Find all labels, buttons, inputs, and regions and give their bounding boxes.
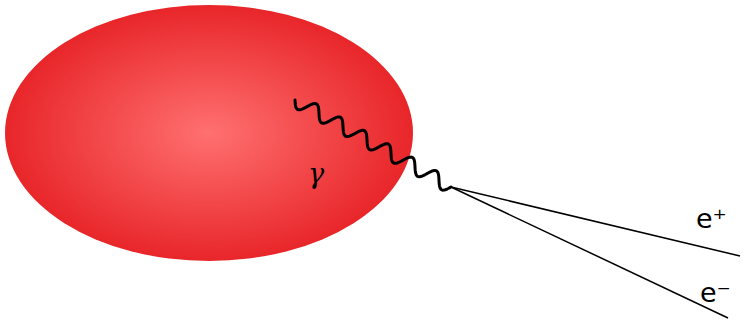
photon-line [295, 100, 451, 190]
particle-label: e⁻ [700, 279, 731, 306]
blob-shape [5, 5, 413, 261]
particle-blob: γ [5, 5, 413, 261]
fermion-line [451, 187, 740, 256]
fermion-line [451, 187, 728, 318]
particle-symbol: γ [308, 160, 324, 187]
particle-label: e⁺ [696, 205, 727, 232]
